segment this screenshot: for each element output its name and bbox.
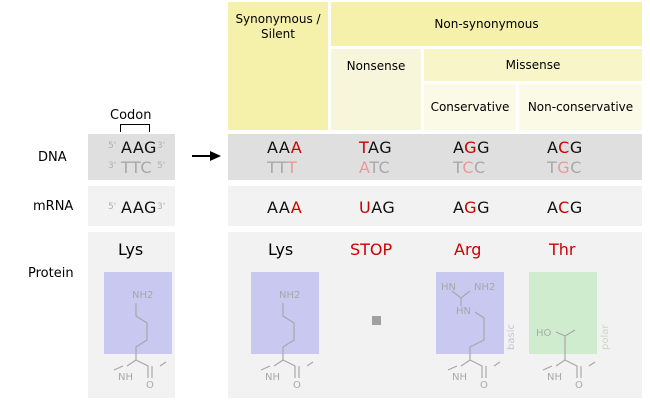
lysine-structure-original: NH2 NH O	[104, 272, 172, 391]
mutation-1-mrna-codon: AAA	[267, 198, 303, 217]
side-chain-box	[251, 272, 319, 354]
mutation-2-mrna-codon: UAG	[359, 198, 396, 217]
polar-label: polar	[600, 324, 611, 350]
original-mrna-codon: AAG	[121, 198, 157, 217]
arrow-right-icon	[192, 151, 221, 161]
basic-label: basic	[506, 324, 517, 350]
mutation-4-dna-codon: ACG	[547, 138, 583, 157]
dna-band-mutations	[228, 134, 642, 180]
original-amino-acid: Lys	[118, 240, 144, 259]
mutation-2-dna-codon: TAG	[359, 138, 393, 157]
mutation-4-dna-complement: TGC	[547, 158, 582, 177]
codon-bracket	[120, 124, 150, 132]
svg-text:HO: HO	[536, 328, 552, 339]
svg-text:O: O	[293, 380, 301, 391]
mutation-2-amino-acid: STOP	[350, 240, 393, 259]
svg-text:NH: NH	[452, 372, 467, 383]
mutation-1-dna-codon: AAA	[267, 138, 303, 157]
svg-text:O: O	[575, 380, 583, 391]
mutation-3-amino-acid: Arg	[454, 240, 482, 259]
svg-text:HN: HN	[441, 282, 456, 293]
prime-3-top: 3'	[157, 141, 166, 151]
svg-text:NH2: NH2	[474, 282, 495, 293]
svg-text:NH2: NH2	[279, 290, 300, 301]
original-dna-codon: AAG	[121, 138, 157, 157]
side-chain-box	[436, 272, 504, 354]
arginine-structure: HN NH2 HN NH O	[436, 272, 504, 391]
mutation-1-amino-acid: Lys	[268, 240, 294, 259]
row-label-dna: DNA	[38, 150, 67, 165]
side-chain-box	[104, 272, 172, 354]
mutation-1-dna-complement: TTT	[267, 158, 298, 177]
svg-text:O: O	[480, 380, 488, 391]
side-chain-box	[529, 272, 597, 354]
mutation-4-amino-acid: Thr	[549, 240, 576, 259]
prime-5-mrna: 5'	[108, 202, 117, 212]
header-missense: Missense	[424, 49, 642, 81]
svg-text:NH: NH	[265, 372, 280, 383]
prime-5-top: 5'	[108, 141, 117, 151]
header-conservative: Conservative	[424, 84, 516, 130]
mrna-band-mutations	[228, 186, 642, 226]
header-nonsense: Nonsense	[331, 49, 421, 130]
svg-text:HN: HN	[456, 306, 471, 317]
threonine-structure: HO NH O	[529, 272, 597, 391]
original-dna-complement: TTC	[121, 158, 152, 177]
prime-5-bottom: 5'	[157, 161, 166, 171]
o-label: O	[146, 380, 154, 391]
mrna-band-original	[88, 186, 175, 226]
codon-label: Codon	[110, 108, 152, 123]
mutation-3-dna-codon: AGG	[453, 138, 490, 157]
mutation-2-dna-complement: ATC	[359, 158, 391, 177]
row-label-protein: Protein	[28, 266, 74, 281]
lysine-structure-synonymous: NH2 NH O	[251, 272, 319, 391]
prime-3-bottom: 3'	[108, 161, 117, 171]
n-label: NH	[118, 372, 133, 383]
mutation-4-mrna-codon: ACG	[547, 198, 583, 217]
prime-3-mrna: 3'	[157, 202, 166, 212]
row-label-mrna: mRNA	[33, 199, 74, 214]
header-non-conservative: Non-conservative	[519, 84, 642, 130]
mutation-3-mrna-codon: AGG	[453, 198, 490, 217]
stop-square-icon	[372, 316, 381, 325]
mutation-3-dna-complement: TCC	[453, 158, 486, 177]
dna-band-original	[88, 134, 175, 180]
header-non-synonymous: Non-synonymous	[331, 2, 642, 46]
header-synonymous: Synonymous / Silent	[228, 2, 328, 130]
svg-text:NH: NH	[547, 372, 562, 383]
nh2-label: NH2	[132, 290, 153, 301]
